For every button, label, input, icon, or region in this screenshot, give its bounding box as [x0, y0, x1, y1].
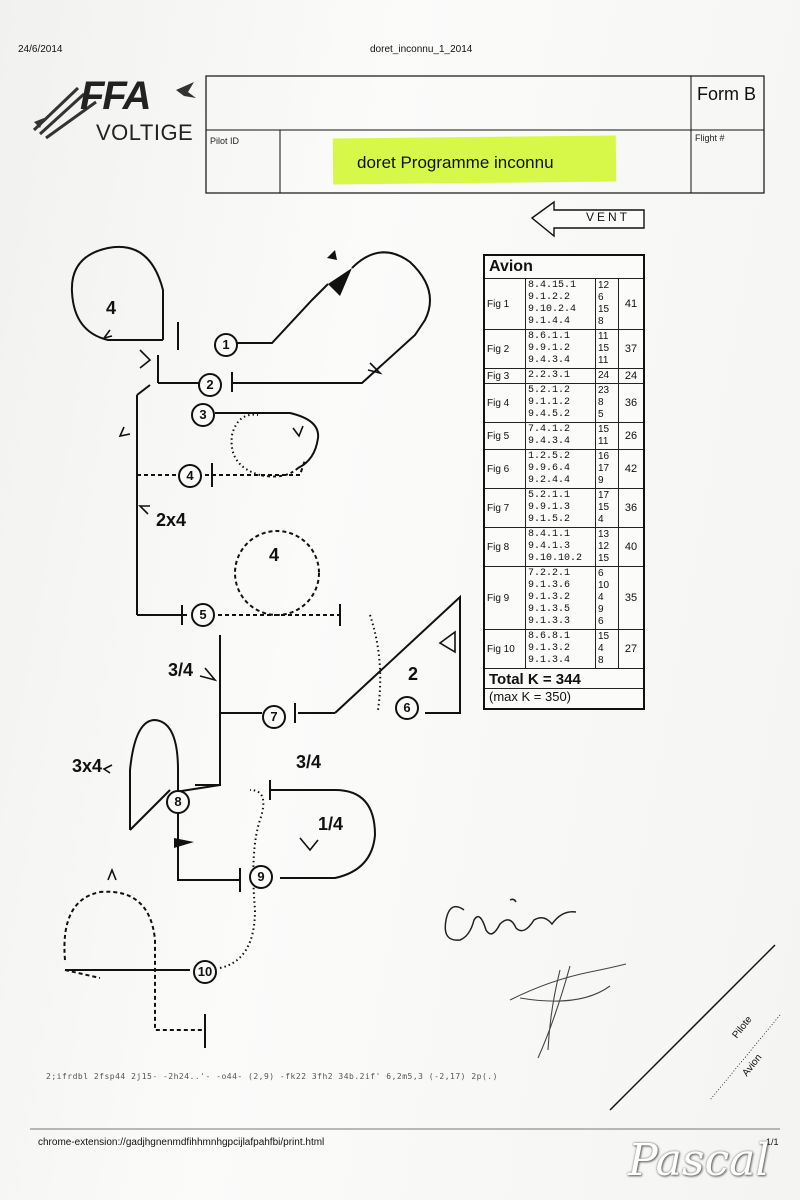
- logo-voltige: VOLTIGE: [96, 120, 194, 145]
- figure-number-1: 1: [214, 333, 238, 357]
- footer-divider: [30, 1128, 780, 1130]
- figure-name-cell: Fig 4: [483, 383, 526, 423]
- figure-total-cell: 42: [618, 449, 645, 489]
- figure-name-cell: Fig 9: [483, 566, 526, 630]
- figure-total-cell: 41: [618, 278, 645, 330]
- figure-name-cell: Fig 5: [483, 422, 526, 450]
- signature-box: [609, 944, 781, 1111]
- figure-name-cell: Fig 6: [483, 449, 526, 489]
- figure-number-9: 9: [249, 865, 273, 889]
- figure-total-cell: 27: [618, 629, 645, 669]
- figure-name-cell: Fig 1: [483, 278, 526, 330]
- figure-number-10: 10: [193, 960, 217, 984]
- print-date: 24/6/2014: [18, 44, 63, 55]
- k-values-cell: 23 8 5: [595, 383, 619, 423]
- aresti-codes-cell: 8.4.15.1 9.1.2.2 9.10.2.4 9.1.4.4: [525, 278, 596, 330]
- k-values-cell: 17 15 4: [595, 488, 619, 528]
- figure-name-cell: Fig 2: [483, 329, 526, 369]
- pilot-programme-name: doret Programme inconnu: [357, 153, 554, 172]
- aresti-codes-cell: 2.2.3.1: [525, 368, 596, 384]
- figure-name-cell: Fig 7: [483, 488, 526, 528]
- fig9-top-roll-label: 3/4: [296, 752, 322, 772]
- print-title: doret_inconnu_1_2014: [370, 44, 473, 55]
- table-header: Avion: [483, 254, 645, 279]
- k-values-cell: 15 4 8: [595, 629, 619, 669]
- ffa-logo-graphic: [32, 82, 196, 140]
- figure-number-3: 3: [191, 403, 215, 427]
- fig7-roll-label: 3/4: [168, 660, 194, 680]
- fig5-roll-label: 4: [269, 545, 280, 565]
- wind-arrow-icon: [530, 200, 645, 238]
- figure-number-6: 6: [395, 696, 419, 720]
- fig6-roll-label: 2: [408, 664, 419, 684]
- aresti-codes-cell: 7.4.1.2 9.4.3.4: [525, 422, 596, 450]
- logo-ffa: FFA: [80, 74, 152, 118]
- figure-total-cell: 35: [618, 566, 645, 630]
- figure-total-cell: 36: [618, 383, 645, 423]
- k-values-cell: 16 17 9: [595, 449, 619, 489]
- k-values-cell: 11 15 11: [595, 329, 619, 369]
- k-values-cell: 6 10 4 9 6: [595, 566, 619, 630]
- aresti-codes-cell: 8.4.1.1 9.4.1.3 9.10.10.2: [525, 527, 596, 567]
- aresti-codes-cell: 8.6.1.1 9.9.1.2 9.4.3.4: [525, 329, 596, 369]
- k-values-cell: 13 12 15: [595, 527, 619, 567]
- fig8-roll-label: 3x4: [72, 756, 103, 776]
- figure-number-4: 4: [178, 464, 202, 488]
- aresti-codes-cell: 5.2.1.2 9.1.1.2 9.4.5.2: [525, 383, 596, 423]
- figure-number-8: 8: [166, 790, 190, 814]
- wind-label: VENT: [586, 210, 631, 224]
- flight-number-label: Flight #: [695, 133, 725, 143]
- k-values-cell: 12 6 15 8: [595, 278, 619, 330]
- pilot-id-label: Pilot ID: [210, 136, 240, 146]
- figure-total-cell: 24: [618, 368, 645, 384]
- figure-total-cell: 36: [618, 488, 645, 528]
- sequence-code-line: 2;ifrdbl 2fsp44 2j15- -2h24..'- -o44- (2…: [46, 1072, 498, 1081]
- aresti-codes-cell: 7.2.2.1 9.1.3.6 9.1.3.2 9.1.3.5 9.1.3.3: [525, 566, 596, 630]
- figure-name-cell: Fig 10: [483, 629, 526, 669]
- total-k: Total K = 344: [483, 668, 645, 689]
- figure-name-cell: Fig 3: [483, 368, 526, 384]
- aresti-codes-cell: 5.2.1.1 9.9.1.3 9.1.5.2: [525, 488, 596, 528]
- figure-name-cell: Fig 8: [483, 527, 526, 567]
- k-values-cell: 15 11: [595, 422, 619, 450]
- figure-total-cell: 26: [618, 422, 645, 450]
- fig9-bottom-roll-label: 1/4: [318, 814, 344, 834]
- print-footer-url: chrome-extension://gadjhgnenmdfihhmnhgpc…: [38, 1137, 325, 1148]
- form-type-label: Form B: [697, 84, 757, 104]
- fig4-roll-label: 2x4: [156, 510, 187, 530]
- figure-number-7: 7: [262, 705, 286, 729]
- figure-total-cell: 40: [618, 527, 645, 567]
- max-k: (max K = 350): [483, 688, 645, 710]
- print-page-number: 1/1: [766, 1137, 779, 1147]
- header-box-lines: [205, 75, 765, 194]
- figure-number-5: 5: [191, 603, 215, 627]
- figure-number-2: 2: [198, 373, 222, 397]
- handwritten-signatures: [444, 898, 627, 1059]
- aresti-codes-cell: 8.6.8.1 9.1.3.2 9.1.3.4: [525, 629, 596, 669]
- fig1-roll-label: 4: [106, 298, 117, 318]
- aresti-sequence-diagram: [63, 245, 461, 1048]
- photographer-watermark: Pascal: [628, 1135, 770, 1186]
- k-values-cell: 24: [595, 368, 619, 384]
- figure-total-cell: 37: [618, 329, 645, 369]
- aresti-codes-cell: 1.2.5.2 9.9.6.4 9.2.4.4: [525, 449, 596, 489]
